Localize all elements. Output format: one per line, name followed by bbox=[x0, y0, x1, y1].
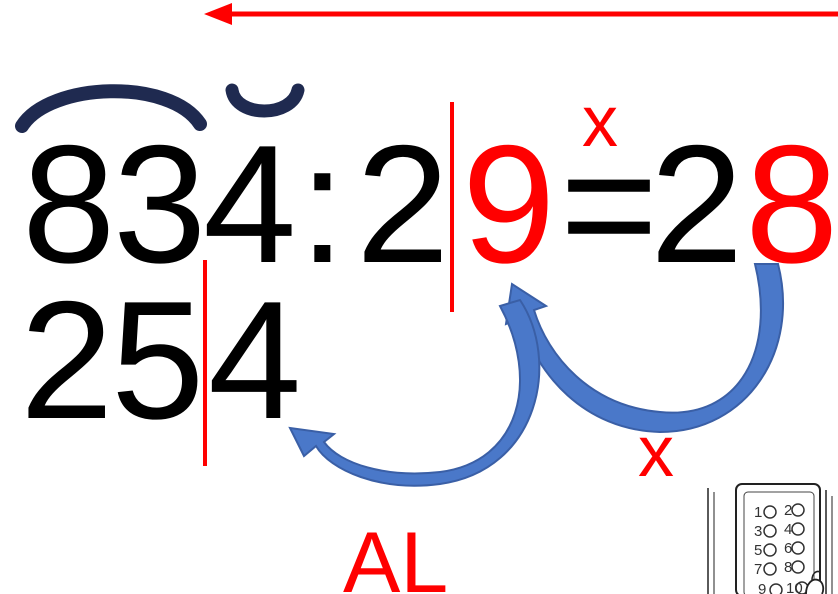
arrow-left-icon bbox=[204, 3, 232, 25]
svg-text:3: 3 bbox=[754, 523, 762, 540]
digit-4-row2: 4 bbox=[208, 266, 301, 454]
arc-icon bbox=[15, 84, 207, 133]
digit-2-row2: 2 bbox=[20, 266, 113, 454]
svg-text:5: 5 bbox=[754, 542, 762, 559]
numbered-keypad-icon: 1 2 3 4 5 6 7 8 9 10 bbox=[707, 483, 833, 594]
svg-text:2: 2 bbox=[784, 502, 792, 519]
equation-row-1: 8 3 4 : 2 9 = 2 8 bbox=[22, 110, 838, 298]
svg-text:6: 6 bbox=[784, 540, 792, 557]
equals-sign: = bbox=[560, 110, 658, 298]
svg-text:10: 10 bbox=[786, 580, 803, 594]
curved-arrow-icon bbox=[288, 298, 541, 487]
svg-text:4: 4 bbox=[784, 521, 792, 538]
division-sign: : bbox=[299, 110, 346, 298]
multiply-label-top: x bbox=[582, 82, 618, 162]
svg-text:7: 7 bbox=[754, 561, 762, 578]
digit-3: 3 bbox=[113, 110, 206, 298]
svg-text:9: 9 bbox=[758, 581, 766, 594]
svg-text:8: 8 bbox=[784, 559, 792, 576]
result-2: 2 bbox=[650, 110, 743, 298]
multiply-label-bottom: x bbox=[638, 412, 674, 492]
digit-8: 8 bbox=[22, 110, 115, 298]
breve-icon bbox=[225, 83, 305, 118]
divisor-2: 2 bbox=[356, 110, 449, 298]
svg-text:1: 1 bbox=[754, 504, 762, 521]
red-digit-9: 9 bbox=[462, 110, 555, 298]
direction-arrow bbox=[204, 3, 838, 25]
digit-5-row2: 5 bbox=[111, 266, 204, 454]
al-label: AL bbox=[343, 515, 448, 594]
equation-row-2: 2 5 4 bbox=[20, 266, 301, 454]
digit-4: 4 bbox=[203, 110, 296, 298]
